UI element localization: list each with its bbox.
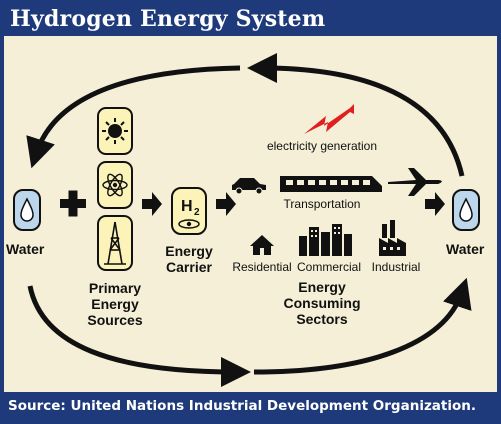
cycle-arrow-left-bottom [27, 285, 251, 387]
consuming-label-line3: Sectors [296, 311, 348, 327]
carrier-label-line2: Carrier [166, 259, 212, 275]
carrier-label-line1: Energy [165, 243, 213, 259]
source-footer: Source: United Nations Industrial Develo… [8, 398, 477, 414]
primary-sources-label-line1: Primary [89, 280, 141, 296]
sun-icon [97, 107, 133, 155]
water-left-icon [13, 189, 41, 231]
block-arrow-3 [425, 192, 445, 216]
block-arrow-1 [142, 192, 162, 216]
sector-commercial-label: Commercial [297, 260, 361, 274]
sector-residential-label: Residential [232, 260, 291, 274]
cycle-arrow-right-bottom [253, 277, 472, 375]
consuming-label-line1: Energy [298, 279, 346, 295]
train-icon [280, 176, 382, 192]
diagram-canvas: Water [6, 53, 485, 387]
primary-sources-label-line2: Energy [91, 296, 139, 312]
car-icon [232, 178, 266, 195]
diagram-panel: Water [4, 36, 497, 392]
block-arrow-2 [216, 192, 236, 216]
water-right-label: Water [446, 241, 485, 257]
water-right-icon [452, 189, 480, 231]
house-icon [250, 235, 274, 255]
oil-derrick-icon [97, 215, 133, 271]
water-left-label: Water [6, 241, 45, 257]
sector-industrial-label: Industrial [372, 260, 421, 274]
cycle-arrow-top [247, 53, 465, 177]
transportation-label: Transportation [284, 197, 361, 211]
hydrogen-symbol: H [181, 198, 193, 215]
electricity-label: electricity generation [267, 139, 377, 153]
factory-icon [379, 220, 406, 256]
plus-icon [60, 190, 86, 217]
hydrogen-carrier-icon: H 2 [171, 187, 207, 235]
hydrogen-subscript: 2 [194, 207, 200, 218]
airplane-icon [388, 168, 442, 196]
page-title: Hydrogen Energy System [10, 6, 326, 32]
atom-icon [97, 161, 133, 209]
lightning-bolt-icon [304, 104, 354, 134]
consuming-label-line2: Consuming [284, 295, 361, 311]
primary-sources-label-line3: Sources [87, 312, 142, 328]
office-buildings-icon [299, 224, 352, 256]
cycle-arrow-left-top [26, 65, 241, 169]
